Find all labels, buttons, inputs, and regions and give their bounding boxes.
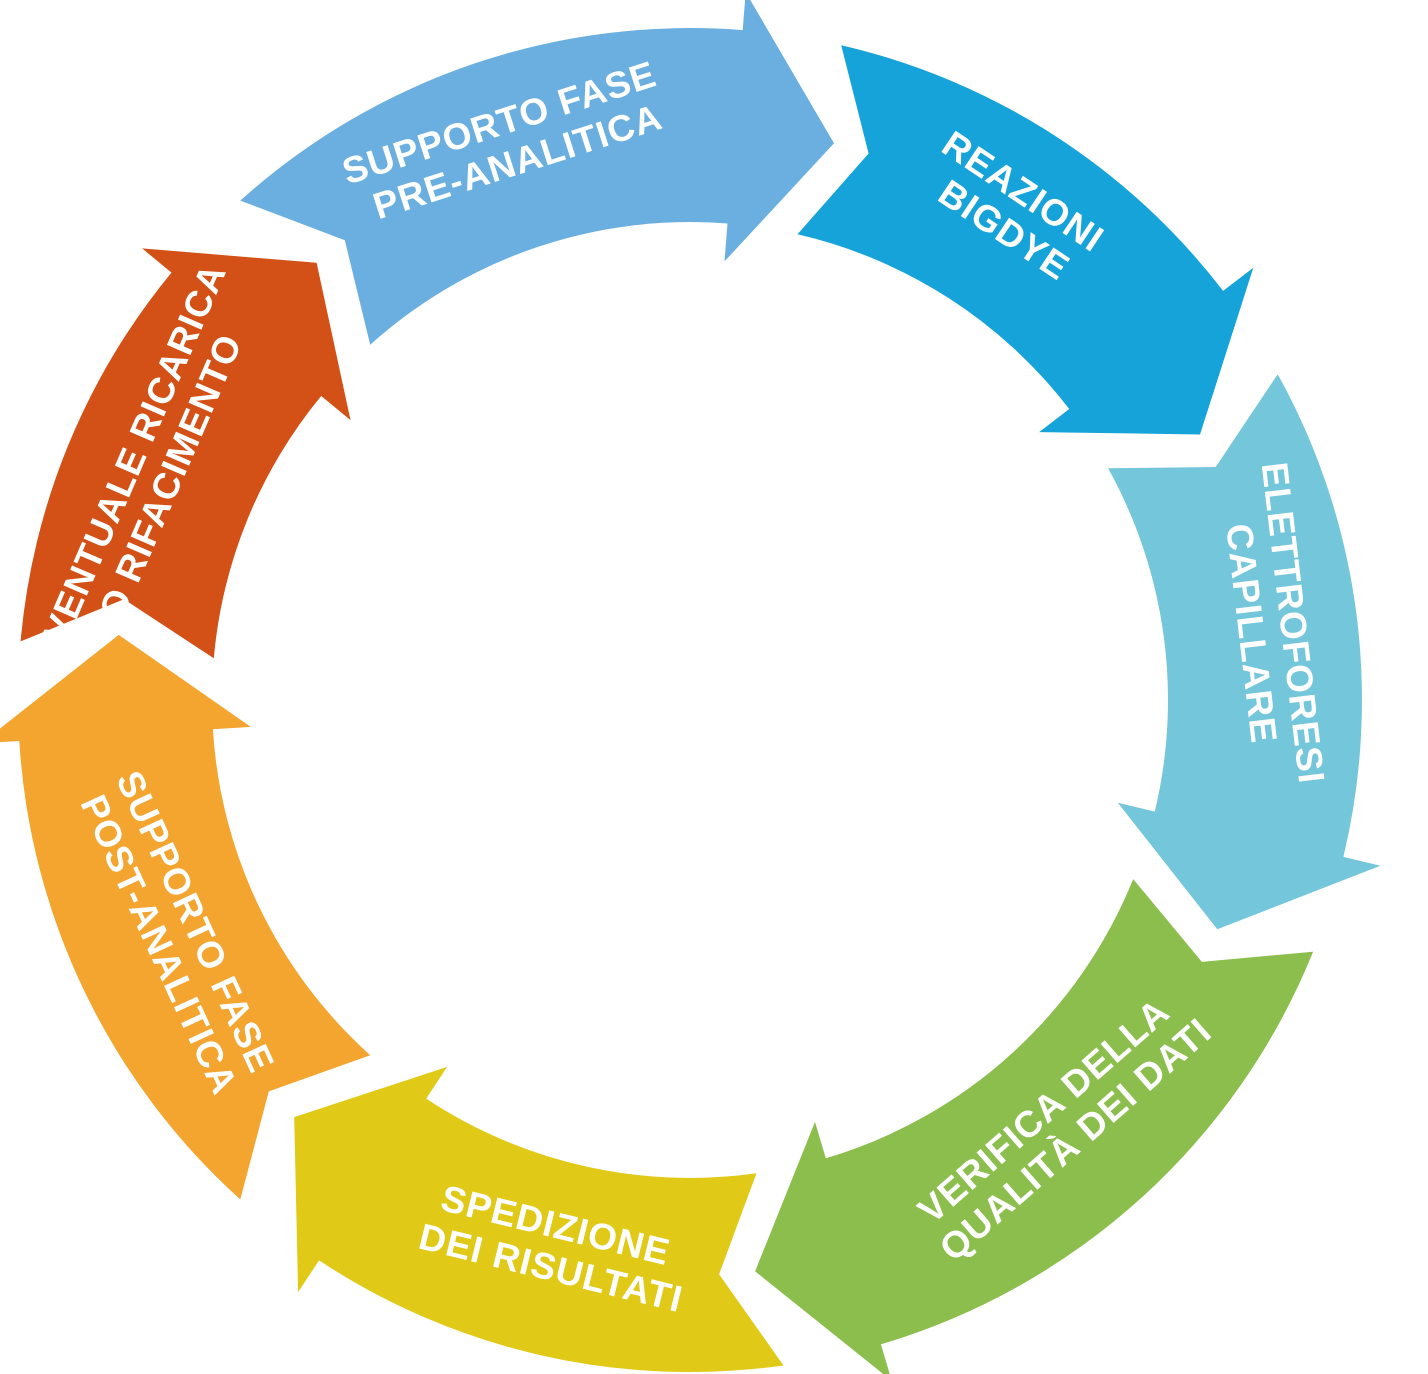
arrow-pre-analitica — [240, 0, 834, 345]
arrow-spedizione — [294, 1066, 784, 1373]
step-elettroforesi: ELETTROFORESI CAPILLARE — [1108, 374, 1381, 930]
arrow-elettroforesi — [1108, 374, 1381, 930]
arrow-reazioni-bigdye — [797, 45, 1254, 435]
arrow-verifica-qualita — [755, 879, 1314, 1374]
step-pre-analitica: SUPPORTO FASE PRE-ANALITICA — [240, 0, 834, 345]
step-spedizione: SPEDIZIONE DEI RISULTATI — [294, 1066, 784, 1373]
arrow-ricarica — [20, 248, 351, 659]
step-reazioni-bigdye: REAZIONI BIGDYE — [797, 45, 1254, 435]
step-verifica-qualita: VERIFICA DELLA QUALITÀ DEI DATI — [755, 879, 1314, 1374]
step-ricarica: EVENTUALE RICARICA O RIFACIMENTO — [20, 248, 351, 672]
arrow-post-analitica — [0, 634, 371, 1200]
